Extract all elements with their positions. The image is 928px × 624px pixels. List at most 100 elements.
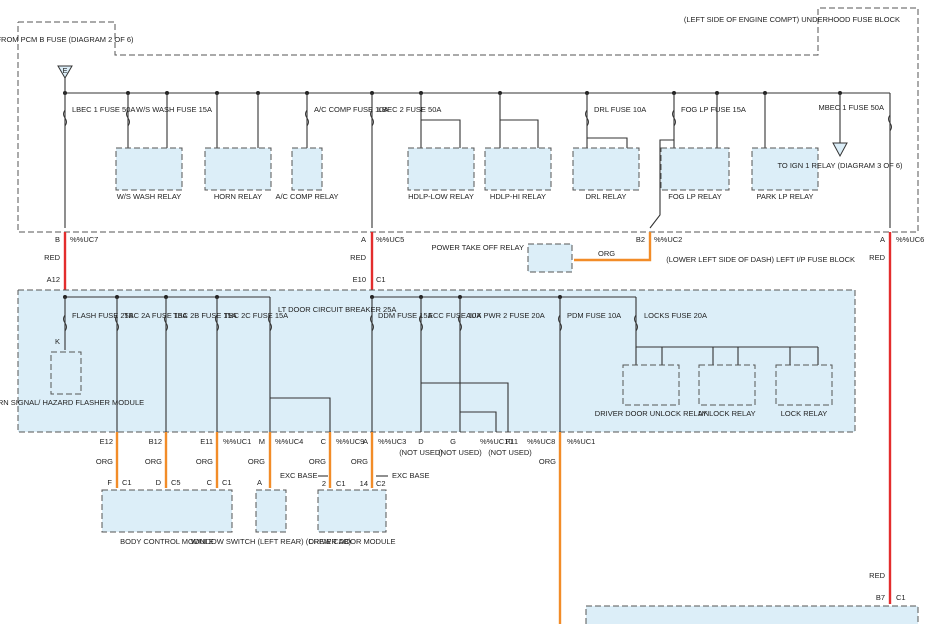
fuse-pdm-label: PDM FUSE 10A [567, 311, 621, 320]
conn-uc1-a: %%UC1 [223, 437, 251, 446]
relay-parklp [751, 147, 819, 191]
conn-uc6: %%UC6 [896, 235, 924, 244]
to-ign-label: TO IGN 1 RELAY (DIAGRAM 3 OF 6) [777, 161, 903, 170]
conn-c1-top: C1 [376, 275, 386, 284]
fuse-wswash-label: W/S WASH FUSE 15A [136, 105, 212, 114]
exc-base-left: EXC BASE [280, 471, 318, 480]
fuse-mbec1-label: MBEC 1 FUSE 50A [819, 103, 884, 112]
turn-signal-module [50, 351, 82, 395]
pin-e12: E12 [100, 437, 113, 446]
fuse-drl-label: DRL FUSE 10A [594, 105, 646, 114]
fuse-tbc2c-label: TBC 2C FUSE 15A [224, 311, 288, 320]
body-control-module [101, 489, 233, 533]
not-used-d: (NOT USED) [399, 448, 443, 457]
relay-drl [572, 147, 640, 191]
from-pcm-label: FROM PCM B FUSE (DIAGRAM 2 OF 6) [0, 35, 134, 44]
pin-e10: E10 [353, 275, 366, 284]
pin-m: M [259, 437, 265, 446]
relay-hdlplow-label: HDLP-LOW RELAY [408, 192, 474, 201]
relay-foglp [660, 147, 730, 191]
relay-lock-label: LOCK RELAY [781, 409, 828, 418]
ip-fuse-symbols [63, 314, 638, 332]
fuse-flash-label: FLASH FUSE 25A [72, 311, 134, 320]
pin-a: A [361, 235, 366, 244]
relay-ddunlock-label: DRIVER DOOR UNLOCK RELAY [595, 409, 707, 418]
conn-uc4: %%UC4 [275, 437, 303, 446]
conn-uc3: %%UC3 [378, 437, 406, 446]
mod-conn-c5: C5 [171, 478, 181, 487]
ddm-label: DRIVER DOOR MODULE [308, 537, 395, 546]
mod-pin-f: F [107, 478, 112, 487]
wire-color-org-3: ORG [196, 457, 213, 466]
window-switch [255, 489, 287, 533]
wire-color-org-7: ORG [539, 457, 556, 466]
fuse-ecc-label: ECC FUSE 10A [428, 311, 481, 320]
relay-unlock-label: UNLOCK RELAY [698, 409, 755, 418]
fuse-lbec2-label: LBEC 2 FUSE 50A [378, 105, 441, 114]
pin-b12: B12 [149, 437, 162, 446]
mod-conn-c2: C2 [376, 479, 386, 488]
pin-f11: F11 [506, 437, 518, 446]
conn-uc9: %%UC9 [336, 437, 364, 446]
pcm-terminal-icon [57, 65, 73, 79]
pin-e11: E11 [200, 437, 213, 446]
relay-horn-label: HORN RELAY [214, 192, 262, 201]
mod-conn-c1-a: C1 [122, 478, 132, 487]
underhood-fuse-block-outline [17, 7, 919, 233]
fuse-foglp-label: FOG LP FUSE 15A [681, 105, 746, 114]
pin-d: D [418, 437, 424, 446]
fuse-accomp-label: A/C COMP FUSE 10A [314, 105, 388, 114]
relay-hdlphi-label: HDLP-HI RELAY [490, 192, 546, 201]
driver-door-module [317, 489, 387, 533]
relay-drl-label: DRL RELAY [586, 192, 627, 201]
relay-lock [775, 364, 833, 406]
relay-accomp [291, 147, 323, 191]
conn-uc10: %%UC10 [480, 437, 513, 446]
relay-wswash-label: W/S WASH RELAY [117, 192, 182, 201]
relay-foglp-label: FOG LP RELAY [668, 192, 722, 201]
mod-conn-c1-c: C1 [336, 479, 346, 488]
wire-color-red-3: RED [869, 253, 885, 262]
conn-uc5: %%UC5 [376, 235, 404, 244]
mod-conn-c1-b: C1 [222, 478, 232, 487]
wire-color-org-1: ORG [96, 457, 113, 466]
pin-b: B [55, 235, 60, 244]
wire-color-org-5: ORG [309, 457, 326, 466]
not-used-f11: (NOT USED) [488, 448, 532, 457]
mod-pin-c: C [207, 478, 213, 487]
fuse-lbec1-label: LBEC 1 FUSE 50A [72, 105, 135, 114]
conn-uc1-b: %%UC1 [567, 437, 595, 446]
pin-c: C [321, 437, 327, 446]
wire-color-red-1: RED [44, 253, 60, 262]
wire-org-pto [574, 232, 652, 262]
relay-pto [527, 243, 573, 273]
exc-base-right: EXC BASE [392, 471, 430, 480]
mod-pin-14: 14 [360, 479, 368, 488]
fuse-tbc2a-label: TBC 2A FUSE 15A [124, 311, 187, 320]
breaker-ltdoor-label: LT DOOR CIRCUIT BREAKER 25A [278, 305, 396, 314]
lower-module-box [585, 605, 919, 624]
mod-pin-d: D [156, 478, 162, 487]
relay-wswash [115, 147, 183, 191]
pin-a12: A12 [47, 275, 60, 284]
relay-hdlphi [484, 147, 552, 191]
wire-color-org-4: ORG [248, 457, 265, 466]
pcm-pin-label: E [62, 66, 67, 75]
conn-c1-bottom: C1 [896, 593, 906, 602]
ign-terminal-icon [832, 142, 848, 158]
bcm-label: BODY CONTROL MODULE [120, 537, 214, 546]
relay-horn [204, 147, 272, 191]
pin-a-ddm: A [363, 437, 368, 446]
wire-color-red-2: RED [350, 253, 366, 262]
conn-uc7: %%UC7 [70, 235, 98, 244]
window-switch-label: WINDOW SWITCH (LEFT REAR) (CREW CAB) [191, 537, 352, 546]
wire-color-red-4: RED [869, 571, 885, 580]
mod-pin-a: A [257, 478, 262, 487]
conn-uc8: %%UC8 [527, 437, 555, 446]
pto-label: POWER TAKE OFF RELAY [431, 243, 524, 252]
wire-color-org-2: ORG [145, 457, 162, 466]
wire-color-org-6: ORG [351, 457, 368, 466]
relay-accomp-label: A/C COMP RELAY [275, 192, 338, 201]
